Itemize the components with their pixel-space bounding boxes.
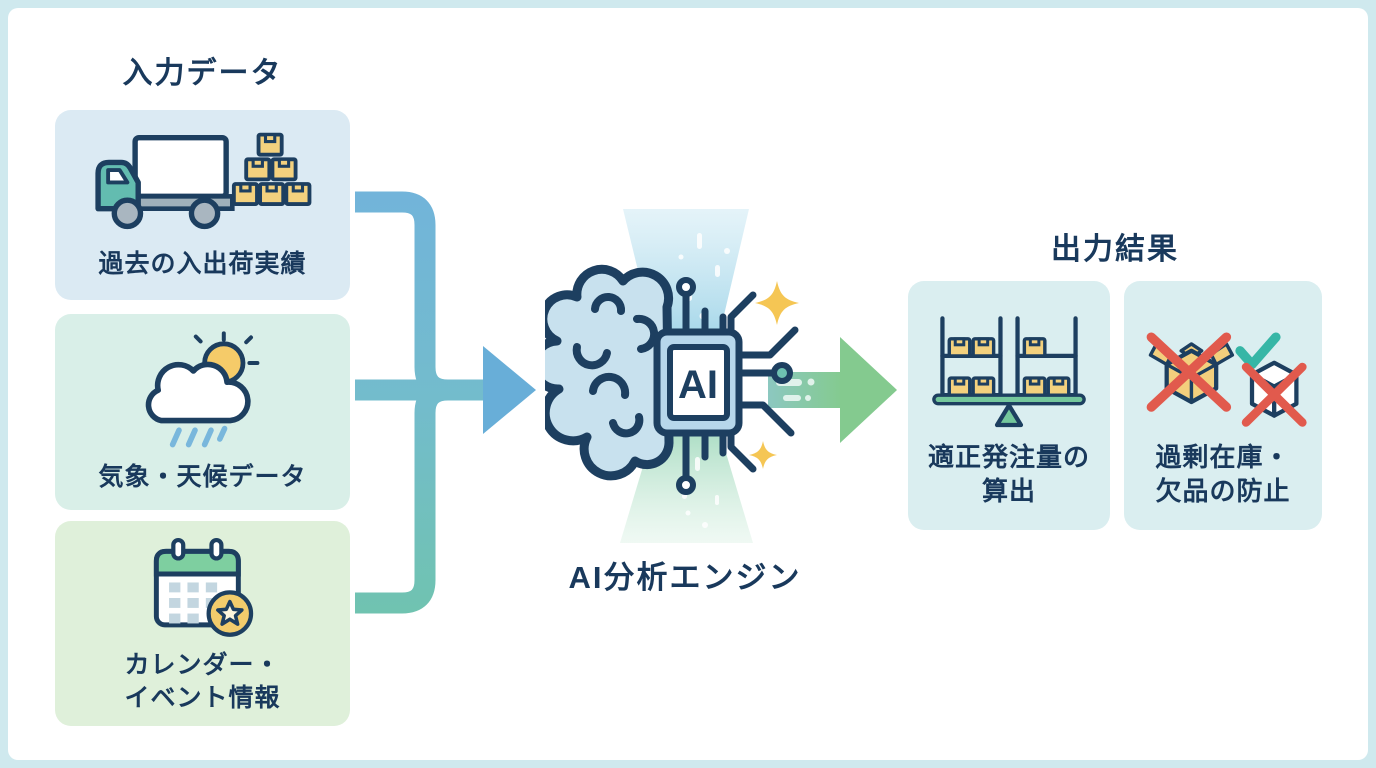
optimal-label-line1: 適正発注量の bbox=[927, 441, 1090, 472]
rain-icon bbox=[169, 425, 227, 448]
pin-terminal-bottom bbox=[676, 475, 696, 495]
truck-boxes-icon bbox=[94, 132, 311, 229]
stacked-boxes-icon bbox=[231, 132, 311, 206]
pin-terminal-right bbox=[771, 362, 793, 384]
diagram-canvas: 入力データ bbox=[8, 8, 1368, 760]
check-icon bbox=[1235, 332, 1281, 369]
prevention-label-line1: 過剰在庫・ bbox=[1155, 441, 1291, 472]
arrow-branch-bottom bbox=[355, 379, 487, 614]
output-card-prevention-label: 過剰在庫・ 欠品の防止 bbox=[1155, 441, 1290, 509]
output-section-title: 出力結果 bbox=[1051, 233, 1179, 266]
no-excess-no-shortage-icon bbox=[1146, 332, 1307, 427]
ai-engine-graphic: AI bbox=[545, 209, 897, 543]
output-card-optimal-label: 適正発注量の 算出 bbox=[928, 441, 1090, 509]
weather-icon bbox=[145, 331, 259, 448]
arrow-branch-top bbox=[355, 191, 487, 401]
input-card-weather-label: 気象・天候データ bbox=[98, 462, 307, 491]
output-card-prevention: 過剰在庫・ 欠品の防止 bbox=[1124, 281, 1322, 530]
input-card-calendar: カレンダー・ イベント情報 bbox=[55, 521, 350, 726]
prevention-label-line2: 欠品の防止 bbox=[1155, 475, 1291, 506]
pin-terminal-top bbox=[676, 277, 696, 297]
arrow-head bbox=[483, 346, 536, 434]
input-card-shipping-records: 過去の入出荷実績 bbox=[55, 110, 350, 300]
truck-icon bbox=[94, 134, 235, 229]
brain-icon bbox=[545, 264, 674, 481]
event-star-badge-icon bbox=[206, 590, 253, 637]
ai-chip-text: AI bbox=[678, 363, 718, 407]
ai-engine-label: AI分析エンジン bbox=[568, 560, 802, 595]
calendar-event-icon bbox=[153, 537, 253, 637]
input-card-shipping-label: 過去の入出荷実績 bbox=[98, 249, 307, 278]
cross-icon-over-box bbox=[1146, 332, 1232, 412]
optimal-label-line2: 算出 bbox=[981, 475, 1036, 506]
calendar-label-line1: カレンダー・ bbox=[124, 651, 281, 679]
ai-chip-icon: AI bbox=[653, 328, 743, 437]
cross-icon-over-cube bbox=[1241, 362, 1307, 427]
input-card-weather: 気象・天候データ bbox=[55, 314, 350, 510]
input-section-title: 入力データ bbox=[122, 57, 283, 90]
input-merge-arrow bbox=[355, 191, 536, 614]
inventory-balance-icon bbox=[932, 315, 1086, 427]
circuit-pins bbox=[682, 291, 799, 481]
sparkle-icon-large bbox=[755, 281, 799, 325]
cloud-icon bbox=[145, 361, 251, 424]
input-card-calendar-label: カレンダー・ イベント情報 bbox=[124, 649, 280, 714]
calendar-label-line2: イベント情報 bbox=[124, 683, 281, 712]
sparkle-icon-small bbox=[749, 441, 777, 469]
output-card-optimal-order: 適正発注量の 算出 bbox=[908, 281, 1110, 530]
